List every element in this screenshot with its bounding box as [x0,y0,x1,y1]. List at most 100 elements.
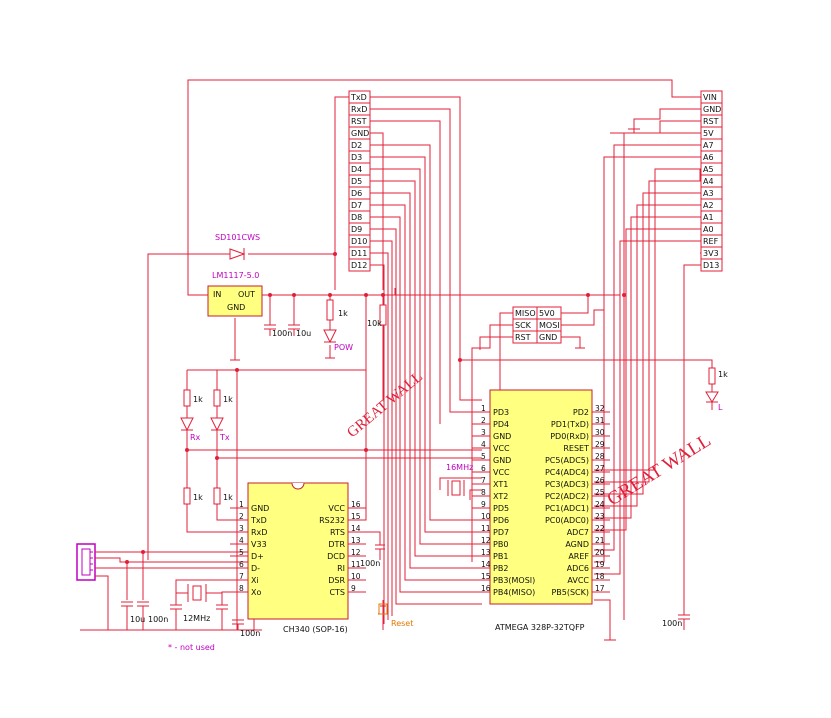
chip-pin-number: 13 [351,536,361,545]
cap-100n-label-rts: 100n [360,559,380,568]
chip-pin-label: VCC [328,504,345,513]
chip-pin-label: PD7 [493,528,509,537]
header-pin-label: RST [351,117,367,126]
chip-pin-number: 15 [481,572,491,581]
icsp-pin-label: RST [515,333,531,342]
chip-pin-label: AVCC [567,576,589,585]
chip-pin-label: CTS [329,588,345,597]
tx-series-resistor [213,487,221,505]
chip-pin-label: AREF [568,552,589,561]
chip-pin-label: PD1(TxD) [551,420,589,429]
chip-pin-number: 14 [481,560,491,569]
reset-switch-icon[interactable] [378,603,388,615]
header-pin-label: D3 [351,153,362,162]
chip-pin-label: RS232 [319,516,345,525]
chip-pin-label: RESET [563,444,589,453]
chip-pin-number: 18 [595,572,605,581]
header-pin-label: A2 [703,201,714,210]
chip-pin-label: PB4(MISO) [493,588,535,597]
atmega-chip: PD31PD42GND3VCC4GND5VCC6XT17XT28PD59PD61… [472,389,616,641]
chip-pin-number: 5 [239,548,244,557]
led-l-icon [705,391,719,403]
chip-pin-label: XT1 [493,480,508,489]
crystal-12mhz-label: 12MHz [183,614,210,623]
chip-pin-number: 28 [595,452,605,461]
chip-pin-number: 12 [351,548,361,557]
tx-led-label: Tx [219,433,230,442]
header-pin-label: A0 [703,225,714,234]
led-l-resistor-label: 1k [718,370,728,379]
led-l-section: 1k L [460,359,728,412]
chip-pin-number: 4 [481,440,486,449]
chip-pin-number: 21 [595,536,605,545]
chip-pin-number: 19 [595,560,605,569]
chip-pin-label: DSR [328,576,345,585]
atmega-name: ATMEGA 328P-32TQFP [495,623,585,632]
chip-pin-label: PD2 [573,408,589,417]
header-pin-label: D10 [351,237,367,246]
chip-pin-label: DTR [328,540,345,549]
icsp-pin-label: SCK [515,321,532,330]
chip-pin-label: VCC [493,444,510,453]
rx-led-icon [180,417,194,432]
pow-led-icon [323,329,337,344]
chip-pin-number: 14 [351,524,361,533]
regulator-in-label: IN [213,290,221,299]
header-pin-label: RST [703,117,719,126]
chip-pin-number: 2 [481,416,486,425]
header-pin-label: A4 [703,177,714,186]
cap-100n-label-reg: 100n [272,329,292,338]
header-pin-label: TxD [350,93,367,102]
header-pin-label: D11 [351,249,367,258]
chip-pin-label: RxD [251,528,267,537]
tx-led-icon [210,417,224,432]
crystal-12mhz-icon [192,585,202,601]
chip-pin-label: PC0(ADC0) [545,516,589,525]
chip-pin-number: 26 [595,476,605,485]
header-pin-label: D5 [351,177,362,186]
chip-pin-number: 2 [239,512,244,521]
usb-icon [76,543,96,581]
watermark-left: GREAT WALL [344,369,426,441]
chip-pin-label: PC4(ADC4) [545,468,589,477]
cap-100n-label-ch: 100n [240,629,260,638]
chip-pin-number: 24 [595,500,605,509]
header-left-wires [334,96,482,624]
crystal-16mhz-icon [451,480,461,496]
chip-pin-label: ADC6 [567,564,589,573]
header-pin-label: D12 [351,261,367,270]
chip-pin-number: 6 [239,560,244,569]
ch340-name: CH340 (SOP-16) [283,625,348,634]
chip-pin-label: D+ [251,552,264,561]
regulator-out-label: OUT [238,290,255,299]
chip-pin-label: Xi [251,576,259,585]
chip-pin-label: VCC [493,468,510,477]
chip-pin-number: 5 [481,452,486,461]
reset-pullup-label: 10k [367,319,382,328]
chip-pin-number: 20 [595,548,605,557]
chip-pin-number: 1 [481,404,486,413]
icsp-pin-label: 5V0 [539,309,555,318]
chip-pin-number: 12 [481,536,491,545]
cap-10u-label-usb: 10u [130,615,145,624]
chip-pin-number: 23 [595,512,605,521]
chip-pin-label: V33 [251,540,267,549]
chip-pin-number: 32 [595,404,605,413]
regulator-gnd-label: GND [227,303,245,312]
icsp-pin-label: MISO [515,309,536,318]
rx-series-resistor [183,487,191,505]
header-pin-label: A7 [703,141,714,150]
chip-pin-label: PC3(ADC3) [545,480,589,489]
chip-pin-number: 8 [239,584,244,593]
rx-resistor-label: 1k [193,395,203,404]
chip-pin-label: PD5 [493,504,509,513]
chip-pin-number: 31 [595,416,605,425]
chip-pin-label: PB1 [493,552,508,561]
header-pin-label: GND [351,129,369,138]
chip-pin-number: 13 [481,548,491,557]
header-pin-label: REF [703,237,719,246]
usb-connector: 10u 100n [76,543,268,630]
crystal-16mhz: 16MHz [439,463,482,500]
